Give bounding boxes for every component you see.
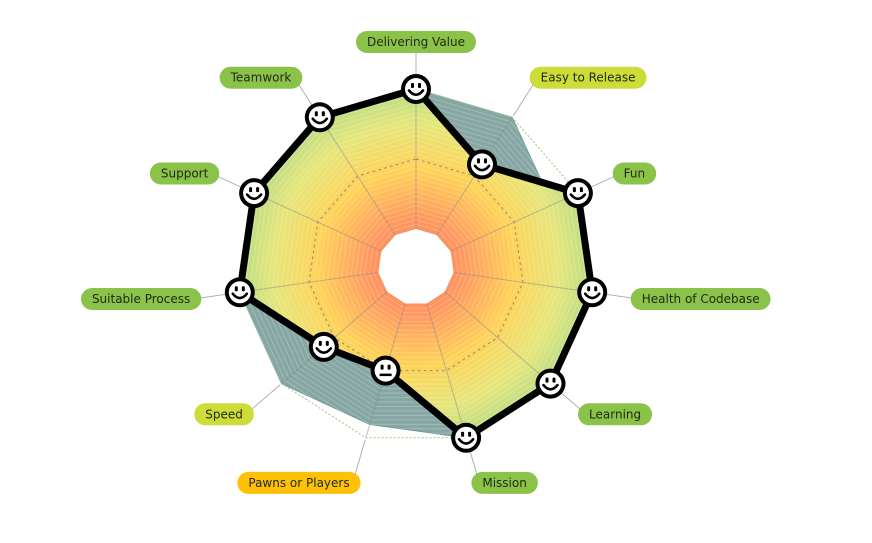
grid-band xyxy=(257,107,575,421)
grid-spoke xyxy=(450,192,579,252)
smiley-face-icon xyxy=(577,277,608,308)
axis-label-background xyxy=(630,288,771,310)
axis-label-text: Pawns or Players xyxy=(248,476,349,490)
axis-label-background xyxy=(529,66,647,89)
score-markers xyxy=(224,74,608,453)
axis-label-background xyxy=(219,66,303,89)
grid-band xyxy=(313,163,519,367)
neutral-face-icon xyxy=(370,355,401,386)
axis-label-background xyxy=(237,471,361,494)
grid-band xyxy=(322,172,510,358)
grid-band xyxy=(243,93,589,434)
axis-label-background xyxy=(81,288,202,310)
smiley-face-icon xyxy=(451,422,482,453)
axis-label-text: Health of Codebase xyxy=(642,292,760,306)
axis-label-text: Learning xyxy=(589,407,641,421)
axis-label-pill: Pawns or Players xyxy=(237,471,361,494)
score-area-overlay xyxy=(239,89,593,438)
axis-label-background xyxy=(578,403,653,426)
axis-label-pill: Mission xyxy=(471,471,538,494)
axis-label-text: Mission xyxy=(482,476,526,490)
axis-label-pill: Easy to Release xyxy=(529,66,647,89)
axis-label-text: Easy to Release xyxy=(541,71,636,85)
grid-band xyxy=(276,125,556,403)
axis-label-pill: Suitable Process xyxy=(81,288,202,310)
grid-band xyxy=(294,144,538,385)
axis-label-text: Teamwork xyxy=(230,71,292,85)
grid-band xyxy=(299,149,533,381)
smiley-face-icon xyxy=(467,149,497,180)
grid-band xyxy=(336,186,496,345)
axis-label-pill: Delivering Value xyxy=(356,31,476,53)
grid-band xyxy=(331,181,501,349)
axis-label-pill: Support xyxy=(149,162,220,185)
smiley-face-icon xyxy=(401,74,431,104)
axis-label-background xyxy=(612,162,657,185)
grid-spoke xyxy=(444,291,551,384)
grid-spoke xyxy=(426,303,467,438)
grid-band xyxy=(363,214,469,318)
grid-band xyxy=(345,195,487,336)
grid-band xyxy=(354,205,478,327)
grid-band xyxy=(290,139,542,389)
axis-label-pill: Health of Codebase xyxy=(630,288,771,310)
grid-spoke xyxy=(453,271,593,293)
grid-band xyxy=(271,121,561,407)
grid-spoke xyxy=(253,192,382,252)
smiley-face-icon xyxy=(535,368,566,399)
smiley-face-icon xyxy=(224,277,255,308)
smiley-face-icon xyxy=(304,102,335,133)
axis-label-background xyxy=(194,403,254,426)
axis-label-text: Suitable Process xyxy=(92,292,190,306)
grid-band xyxy=(340,191,492,340)
grid-band xyxy=(350,200,482,331)
grid-band xyxy=(373,223,459,309)
smiley-face-icon xyxy=(239,178,270,209)
axis-label-pill: Speed xyxy=(194,403,254,426)
axis-label-pill: Teamwork xyxy=(219,66,303,89)
axis-label-pill: Fun xyxy=(612,162,657,185)
grid-band xyxy=(262,111,570,416)
grid-spoke xyxy=(239,271,379,293)
axis-label-pill: Learning xyxy=(578,403,653,426)
axis-label-text: Support xyxy=(161,167,209,181)
grid-band xyxy=(317,167,515,363)
smiley-face-icon xyxy=(308,331,339,362)
axis-label-text: Delivering Value xyxy=(367,35,465,49)
center-hole xyxy=(378,229,454,304)
grid-band xyxy=(368,219,464,313)
score-outline-path xyxy=(236,85,596,442)
axis-label-background xyxy=(356,31,476,53)
grid-band xyxy=(308,158,524,372)
axis-label-text: Fun xyxy=(624,167,645,181)
grid-band xyxy=(303,153,529,376)
axis-label-background xyxy=(471,471,538,494)
score-outline xyxy=(236,85,596,442)
grid-band xyxy=(266,116,566,412)
axis-label-background xyxy=(149,162,220,185)
grid-band xyxy=(327,177,505,354)
axis-label-text: Speed xyxy=(205,407,243,421)
grid-band xyxy=(359,209,473,322)
smiley-face-icon xyxy=(562,178,593,209)
grid-spoke xyxy=(319,116,396,236)
